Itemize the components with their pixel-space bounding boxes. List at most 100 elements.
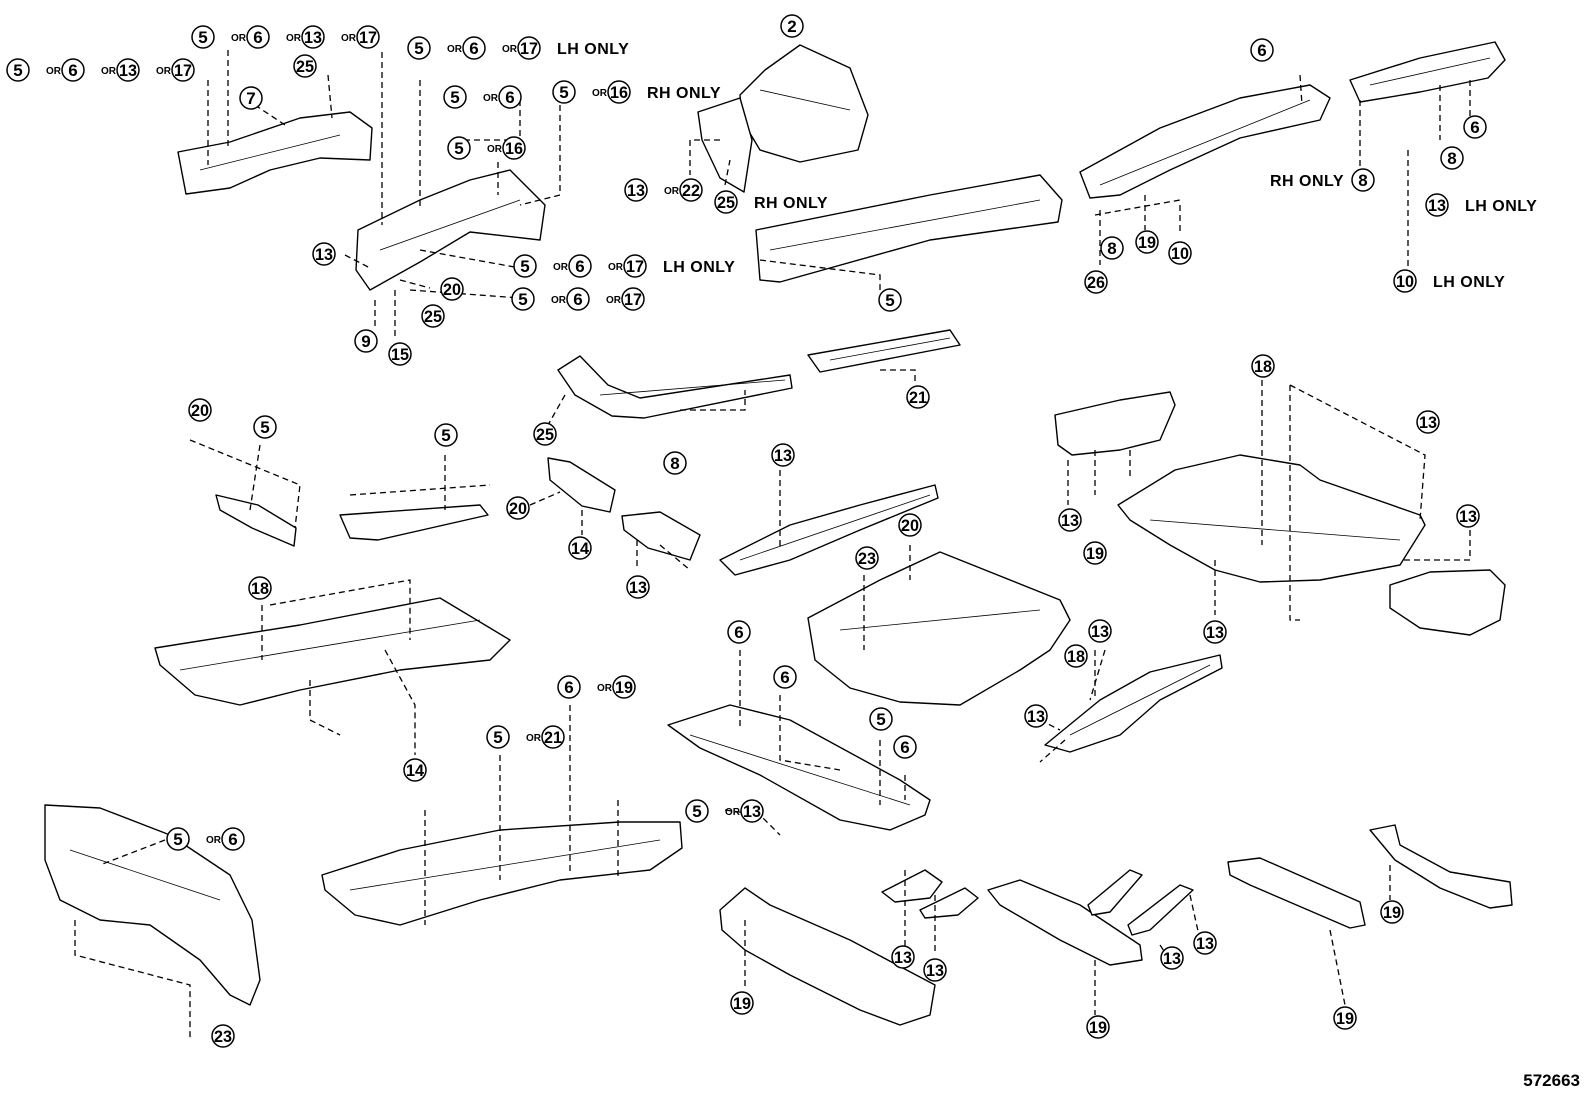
part-number: 19 xyxy=(1089,1018,1107,1037)
callout-circle xyxy=(773,665,797,689)
or-separator: OR xyxy=(447,44,463,55)
leader-line-14 xyxy=(409,289,521,299)
callout-circle xyxy=(440,277,464,301)
part-number: 20 xyxy=(443,280,461,299)
part-number: 17 xyxy=(359,28,377,47)
callout-14: 14 xyxy=(568,536,592,560)
callout-note: RH ONLY xyxy=(647,85,721,102)
part-number: 13 xyxy=(1196,934,1214,953)
body-panel-drawings xyxy=(44,41,1513,1026)
callout-20: 20 xyxy=(506,496,530,520)
callout-18: 18 xyxy=(1251,354,1275,378)
callout-circle xyxy=(293,54,317,78)
part-number: 8 xyxy=(1107,239,1116,258)
callout-circle xyxy=(1380,900,1404,924)
rear-panel-lower xyxy=(1389,569,1506,636)
part-number: 25 xyxy=(536,425,554,444)
part-number: 19 xyxy=(1383,903,1401,922)
leader-line-54 xyxy=(384,649,416,755)
leader-line-52 xyxy=(269,579,411,640)
callout-circle xyxy=(354,329,378,353)
callout-5: 5 xyxy=(878,288,902,312)
leader-lines xyxy=(74,50,1471,1040)
leader-line-74 xyxy=(1329,929,1346,1006)
callout-circle xyxy=(780,14,804,38)
part-number: 5 xyxy=(520,257,529,276)
callout-8: 8 xyxy=(1100,236,1124,260)
callout-circle xyxy=(506,496,530,520)
callout-note: RH ONLY xyxy=(754,195,828,212)
callout-circle xyxy=(188,398,212,422)
panel-contour-7 xyxy=(69,849,221,901)
callout-13: 13 xyxy=(1160,946,1184,970)
callout-circle xyxy=(171,58,195,82)
or-separator: OR xyxy=(341,33,357,44)
callout-circle xyxy=(566,287,590,311)
front-floor-crossmember xyxy=(321,821,683,926)
callout-circle xyxy=(557,675,581,699)
leader-line-37 xyxy=(659,544,691,571)
leader-line-17 xyxy=(759,259,881,290)
or-separator: OR xyxy=(606,295,622,306)
front-floor-crossmember-lh xyxy=(355,169,546,291)
part-number: 6 xyxy=(575,257,584,276)
bracket-13a xyxy=(621,511,701,561)
part-number: 17 xyxy=(520,39,538,58)
part-number: 5 xyxy=(260,418,269,437)
callout-circle xyxy=(1024,704,1048,728)
part-number: 5 xyxy=(198,28,207,47)
callout-circle xyxy=(239,86,263,110)
callout-circle xyxy=(447,136,471,160)
callout-20: 20 xyxy=(440,277,464,301)
floor-crossmember-front xyxy=(807,329,961,373)
part-number: 8 xyxy=(1358,171,1367,190)
part-number: 25 xyxy=(296,57,314,76)
callout-circle xyxy=(1135,230,1159,254)
callout-circle xyxy=(1058,508,1082,532)
part-number: 17 xyxy=(174,61,192,80)
rocker-panel-inner xyxy=(755,174,1063,283)
leader-line-28 xyxy=(547,394,566,426)
panel-contour-0 xyxy=(199,134,341,171)
callout-circle xyxy=(1440,146,1464,170)
leader-line-43 xyxy=(1289,385,1300,621)
part-number: 5 xyxy=(454,139,463,158)
or-separator: OR xyxy=(551,295,567,306)
part-number: 6 xyxy=(505,88,514,107)
or-separator: OR xyxy=(156,66,172,77)
callout-25: 25 xyxy=(421,304,445,328)
callout-20: 20 xyxy=(188,398,212,422)
panel-contour-10 xyxy=(689,734,911,806)
callout-circle xyxy=(421,304,445,328)
panel-contour-4 xyxy=(179,619,481,671)
callout-21: 21 xyxy=(906,385,930,409)
panel-contour-6 xyxy=(349,839,661,891)
leader-line-12 xyxy=(419,249,521,269)
part-number: 13 xyxy=(1459,507,1477,526)
rear-crossmember-b xyxy=(987,879,1143,966)
callout-circle xyxy=(1064,644,1088,668)
part-number: 6 xyxy=(1257,41,1266,60)
part-number: 21 xyxy=(909,388,927,407)
part-number: 15 xyxy=(391,345,409,364)
part-number: 6 xyxy=(253,28,262,47)
leader-line-26 xyxy=(1094,199,1181,216)
callout-circle xyxy=(246,25,270,49)
callout-circle xyxy=(869,707,893,731)
part-number: 14 xyxy=(571,539,590,558)
rear-brace xyxy=(1369,824,1513,909)
part-number: 5 xyxy=(13,61,22,80)
or-separator: OR xyxy=(231,33,247,44)
leader-line-13 xyxy=(399,279,431,289)
or-separator: OR xyxy=(553,262,569,273)
